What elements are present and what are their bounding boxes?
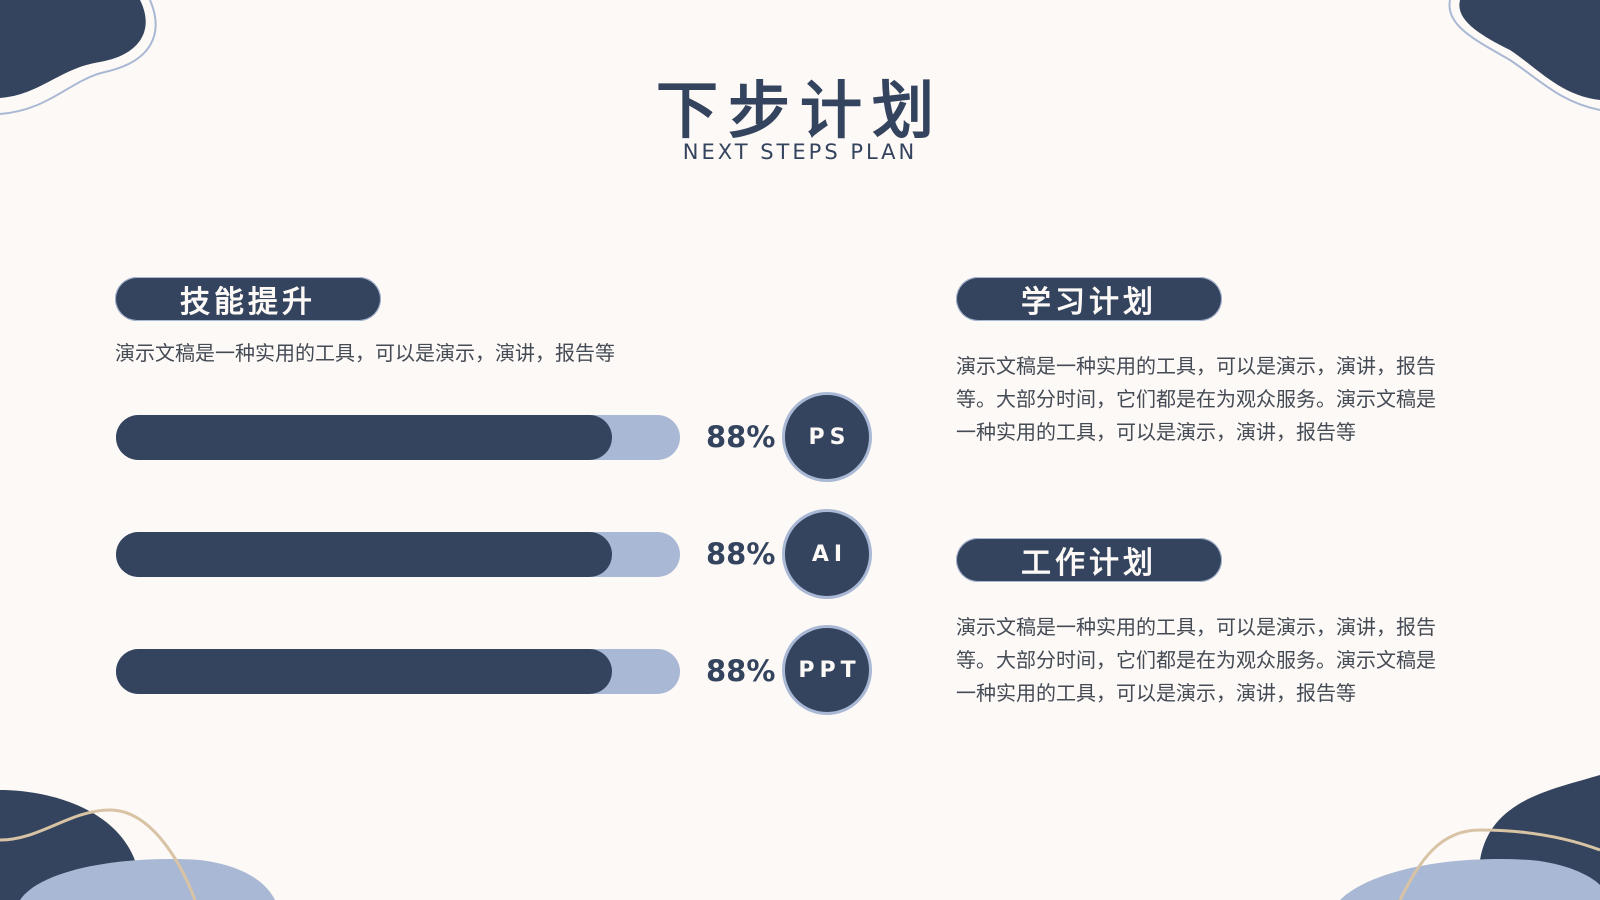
skill-badge-label: AI: [811, 541, 848, 567]
top-left-decoration: [0, 0, 157, 115]
bottom-right-decoration: [1340, 775, 1600, 900]
skill-badge-label: PS: [808, 424, 851, 450]
skill-badge: AI: [782, 509, 872, 599]
skills-heading-pill: 技能提升: [115, 277, 381, 321]
bottom-left-decoration: [0, 790, 275, 900]
progress-percent: 88%: [706, 537, 776, 571]
work-plan-heading-pill: 工作计划: [956, 538, 1222, 582]
work-plan-heading: 工作计划: [1021, 546, 1157, 581]
skills-heading: 技能提升: [180, 285, 316, 320]
progress-percent: 88%: [706, 654, 776, 688]
progress-track: [116, 649, 680, 694]
page-title: 下步计划: [655, 74, 944, 147]
study-plan-heading-pill: 学习计划: [956, 277, 1222, 321]
progress-fill: [116, 415, 613, 460]
progress-track: [116, 532, 680, 577]
study-plan-description: 演示文稿是一种实用的工具，可以是演示，演讲，报告 等。大部分时间，它们都是在为观…: [956, 350, 1516, 449]
top-right-decoration: [1448, 0, 1600, 111]
description-line: 一种实用的工具，可以是演示，演讲，报告等: [956, 420, 1356, 444]
description-line: 演示文稿是一种实用的工具，可以是演示，演讲，报告: [956, 615, 1436, 639]
description-line: 一种实用的工具，可以是演示，演讲，报告等: [956, 681, 1356, 705]
work-plan-description: 演示文稿是一种实用的工具，可以是演示，演讲，报告 等。大部分时间，它们都是在为观…: [956, 611, 1516, 710]
progress-percent: 88%: [706, 420, 776, 454]
progress-fill: [116, 532, 613, 577]
skills-description: 演示文稿是一种实用的工具，可以是演示，演讲，报告等: [115, 341, 615, 365]
description-line: 等。大部分时间，它们都是在为观众服务。演示文稿是: [956, 648, 1436, 672]
description-line: 等。大部分时间，它们都是在为观众服务。演示文稿是: [956, 387, 1436, 411]
skill-badge: PPT: [782, 625, 872, 715]
progress-track: [116, 415, 680, 460]
skill-badge-label: PPT: [798, 657, 861, 683]
page-subtitle: NEXT STEPS PLAN: [682, 140, 918, 164]
description-line: 演示文稿是一种实用的工具，可以是演示，演讲，报告: [956, 354, 1436, 378]
study-plan-heading: 学习计划: [1021, 285, 1157, 320]
progress-fill: [116, 649, 613, 694]
skill-badge: PS: [782, 392, 872, 482]
